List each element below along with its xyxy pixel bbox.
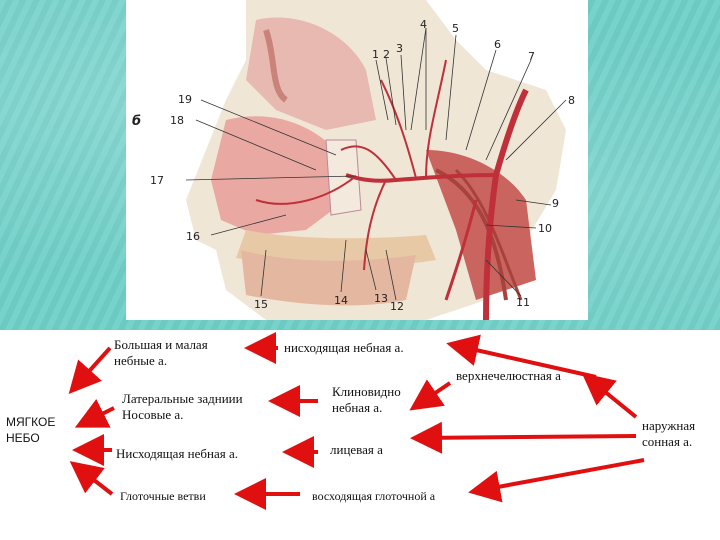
arrow-maxillary-to-spheno — [416, 383, 450, 406]
lateral-posterior-nasal-label: Латеральные задниии Носовые а. — [122, 391, 243, 423]
arrow-carotid-to-maxillary — [588, 378, 636, 417]
external-carotid-label: наружная сонная а. — [642, 418, 695, 450]
maxillary-label: верхнечелюстная а — [456, 368, 561, 384]
sphenopalatine-label: Клиновидно небная а. — [332, 384, 401, 416]
soft-palate-label: МЯГКОЕ НЕБО — [6, 414, 55, 446]
arrow-pharyngeal-to-softpalate — [76, 466, 112, 494]
arrow-carotid-to-ascpharyngeal — [476, 460, 644, 491]
facial-label: лицевая а — [330, 442, 383, 458]
arrow-lateral-to-softpalate — [82, 408, 114, 424]
arrow-greater-to-softpalate — [74, 348, 110, 388]
descending-palatine-mid-label: Нисходящая небная а. — [116, 446, 238, 462]
greater-lesser-palatine-label: Большая и малая небные а. — [114, 337, 208, 369]
pharyngeal-branches-label: Глоточные ветви — [120, 488, 206, 504]
arrow-carotid-to-facial — [418, 436, 636, 438]
descending-palatine-top-label: нисходящая небная а. — [284, 340, 404, 356]
ascending-pharyngeal-label: восходящая глоточной а — [312, 488, 435, 504]
